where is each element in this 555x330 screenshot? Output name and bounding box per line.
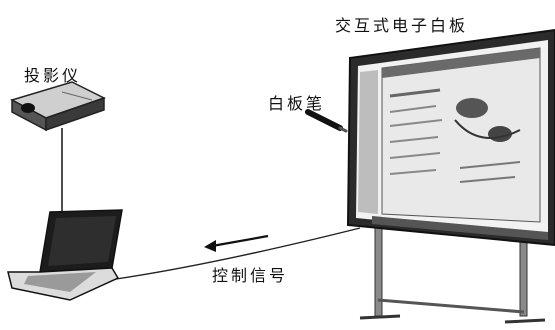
whiteboard-label: 交互式电子白板 — [335, 16, 469, 35]
pen-label: 白板笔 — [268, 94, 326, 113]
signal-arrow — [204, 234, 269, 252]
signal-cable — [94, 227, 361, 283]
laptop-icon — [7, 209, 123, 301]
projector-label: 投影仪 — [24, 66, 82, 85]
whiteboard-icon — [346, 28, 555, 247]
whiteboard-pen-icon — [305, 109, 348, 133]
projector-icon — [10, 81, 106, 132]
signal-label: 控制信号 — [212, 266, 289, 285]
